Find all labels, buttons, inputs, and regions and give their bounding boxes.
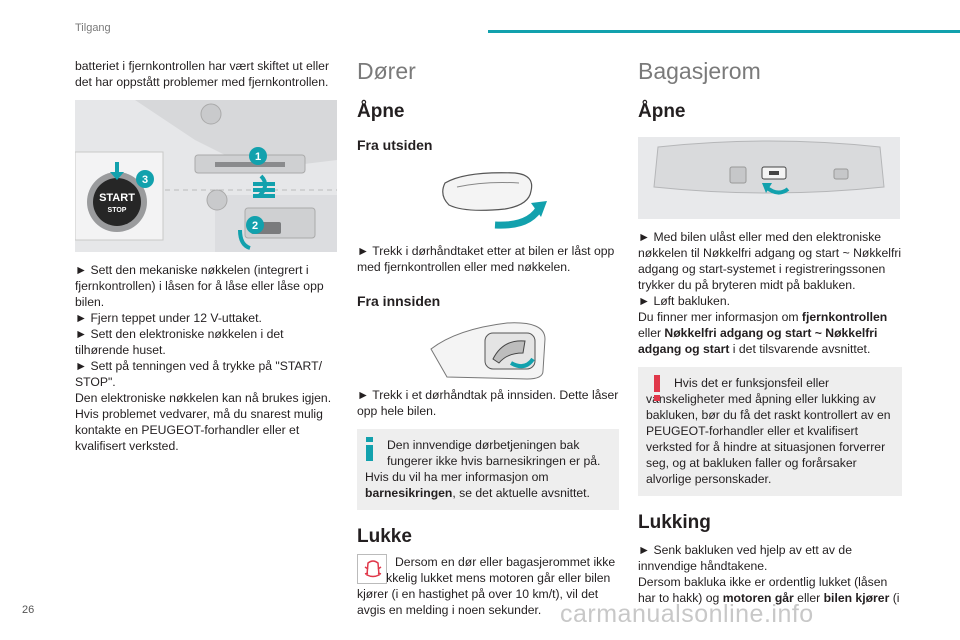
outside-instruction: ► Trekk i dørhåndtaket etter at bilen er…	[357, 244, 615, 274]
tailgate-figure	[638, 137, 900, 219]
closing-plain: Dersom bakluka ikke er ordentlig lukket …	[638, 575, 888, 605]
info-text: Hvis du vil ha mer informasjon om	[365, 470, 549, 484]
heading-closing: Lukking	[638, 512, 711, 533]
inside-instruction: ► Trekk i et dørhåndtak på innsiden. Det…	[357, 388, 619, 418]
heading-close: Lukke	[357, 526, 412, 547]
warning-text: Hvis det er funksjonsfeil eller vanskeli…	[646, 376, 891, 486]
door-handle-illustration	[442, 172, 547, 229]
tailgate-illustration	[638, 137, 900, 219]
info-box-child-lock: Den innvendige dørbetjeningen bak funger…	[357, 429, 619, 510]
step-item: ► Fjern teppet under 12 V-uttaket.	[75, 311, 262, 325]
step-3-number: 3	[142, 174, 148, 186]
column-3: Bagasjerom Åpne ► Med bilen ulåst eller …	[638, 58, 902, 606]
closing-bold: bilen kjører	[823, 591, 890, 605]
boot-step-2: ► Løft bakluken.	[638, 294, 731, 308]
step-2-number: 2	[252, 220, 258, 232]
more-text: i det tilsvarende avsnittet.	[729, 342, 871, 356]
heading-outside: Fra utsiden	[357, 137, 433, 153]
running-header: Tilgang	[75, 22, 111, 34]
close-warning: Dersom en dør eller bagasjerommet ikke e…	[357, 554, 619, 618]
column-1: batteriet i fjernkontrollen har vært ski…	[75, 58, 337, 454]
closing-bold: motoren går	[722, 591, 794, 605]
boot-step-1: ► Med bilen ulåst eller med den elektron…	[638, 230, 902, 292]
interior-handle-illustration	[430, 322, 546, 380]
warning-icon	[654, 375, 660, 401]
info-text: , se det aktuelle avsnittet.	[452, 486, 590, 500]
info-bold: barnesikringen	[365, 486, 453, 500]
step-item: ► Sett den mekaniske nøkkelen (integrert…	[75, 263, 324, 309]
outro-paragraph: Den elektroniske nøkkelen kan nå brukes …	[75, 391, 332, 453]
heading-inside: Fra innsiden	[357, 293, 441, 309]
key-emergency-figure: 1 2 START STOP 3	[75, 100, 337, 252]
section-title-doors: Dører	[357, 58, 416, 84]
more-text: eller	[638, 326, 665, 340]
car-warning-icon	[357, 554, 387, 584]
closing-plain: (i	[889, 591, 900, 605]
header-accent-bar	[488, 30, 960, 33]
more-bold: Nøkkelfri adgang og start ~ Nøkkelfri ad…	[638, 326, 878, 356]
outside-handle-figure	[435, 165, 553, 237]
inside-handle-figure	[427, 319, 551, 381]
step-3-badge	[136, 170, 154, 188]
closing-plain: eller	[793, 591, 824, 605]
step-item: ► Sett den elektroniske nøkkelen i det t…	[75, 327, 284, 357]
step-item: ► Sett på tenningen ved å trykke på "STA…	[75, 359, 322, 389]
closing-step: ► Senk bakluken ved hjelp av ett av de i…	[638, 543, 852, 573]
steps-list: ► Sett den mekaniske nøkkelen (integrert…	[75, 262, 337, 390]
info-line-2: Hvis du vil ha mer informasjon om barnes…	[365, 469, 609, 501]
heading-open: Åpne	[357, 101, 405, 122]
boot-more-info: Du finner mer informasjon om fjernkontro…	[638, 309, 902, 357]
heading-open-boot: Åpne	[638, 101, 686, 122]
stop-label: STOP	[108, 207, 127, 214]
intro-paragraph: batteriet i fjernkontrollen har vært ski…	[75, 59, 330, 89]
info-line-1: Den innvendige dørbetjeningen bak funger…	[387, 438, 601, 468]
section-title-boot: Bagasjerom	[638, 58, 761, 84]
step-1-badge	[249, 147, 267, 165]
more-bold: fjernkontrollen	[801, 310, 888, 324]
dashboard-illustration: 1 2 START STOP 3	[75, 100, 337, 252]
watermark: carmanualsonline.info	[560, 600, 814, 628]
step-2-badge	[246, 216, 264, 234]
more-text: Du finner mer informasjon om	[638, 310, 802, 324]
column-2: Dører Åpne Fra utsiden ► Trekk i dørhånd…	[357, 58, 619, 618]
page-number: 26	[22, 604, 35, 616]
start-label: START	[99, 192, 135, 204]
warning-box-tailgate: Hvis det er funksjonsfeil eller vanskeli…	[638, 367, 902, 496]
closing-text: Dersom bakluka ikke er ordentlig lukket …	[638, 574, 902, 606]
step-1-number: 1	[255, 151, 261, 163]
info-icon	[366, 437, 373, 461]
close-text: Dersom en dør eller bagasjerommet ikke e…	[357, 555, 616, 617]
